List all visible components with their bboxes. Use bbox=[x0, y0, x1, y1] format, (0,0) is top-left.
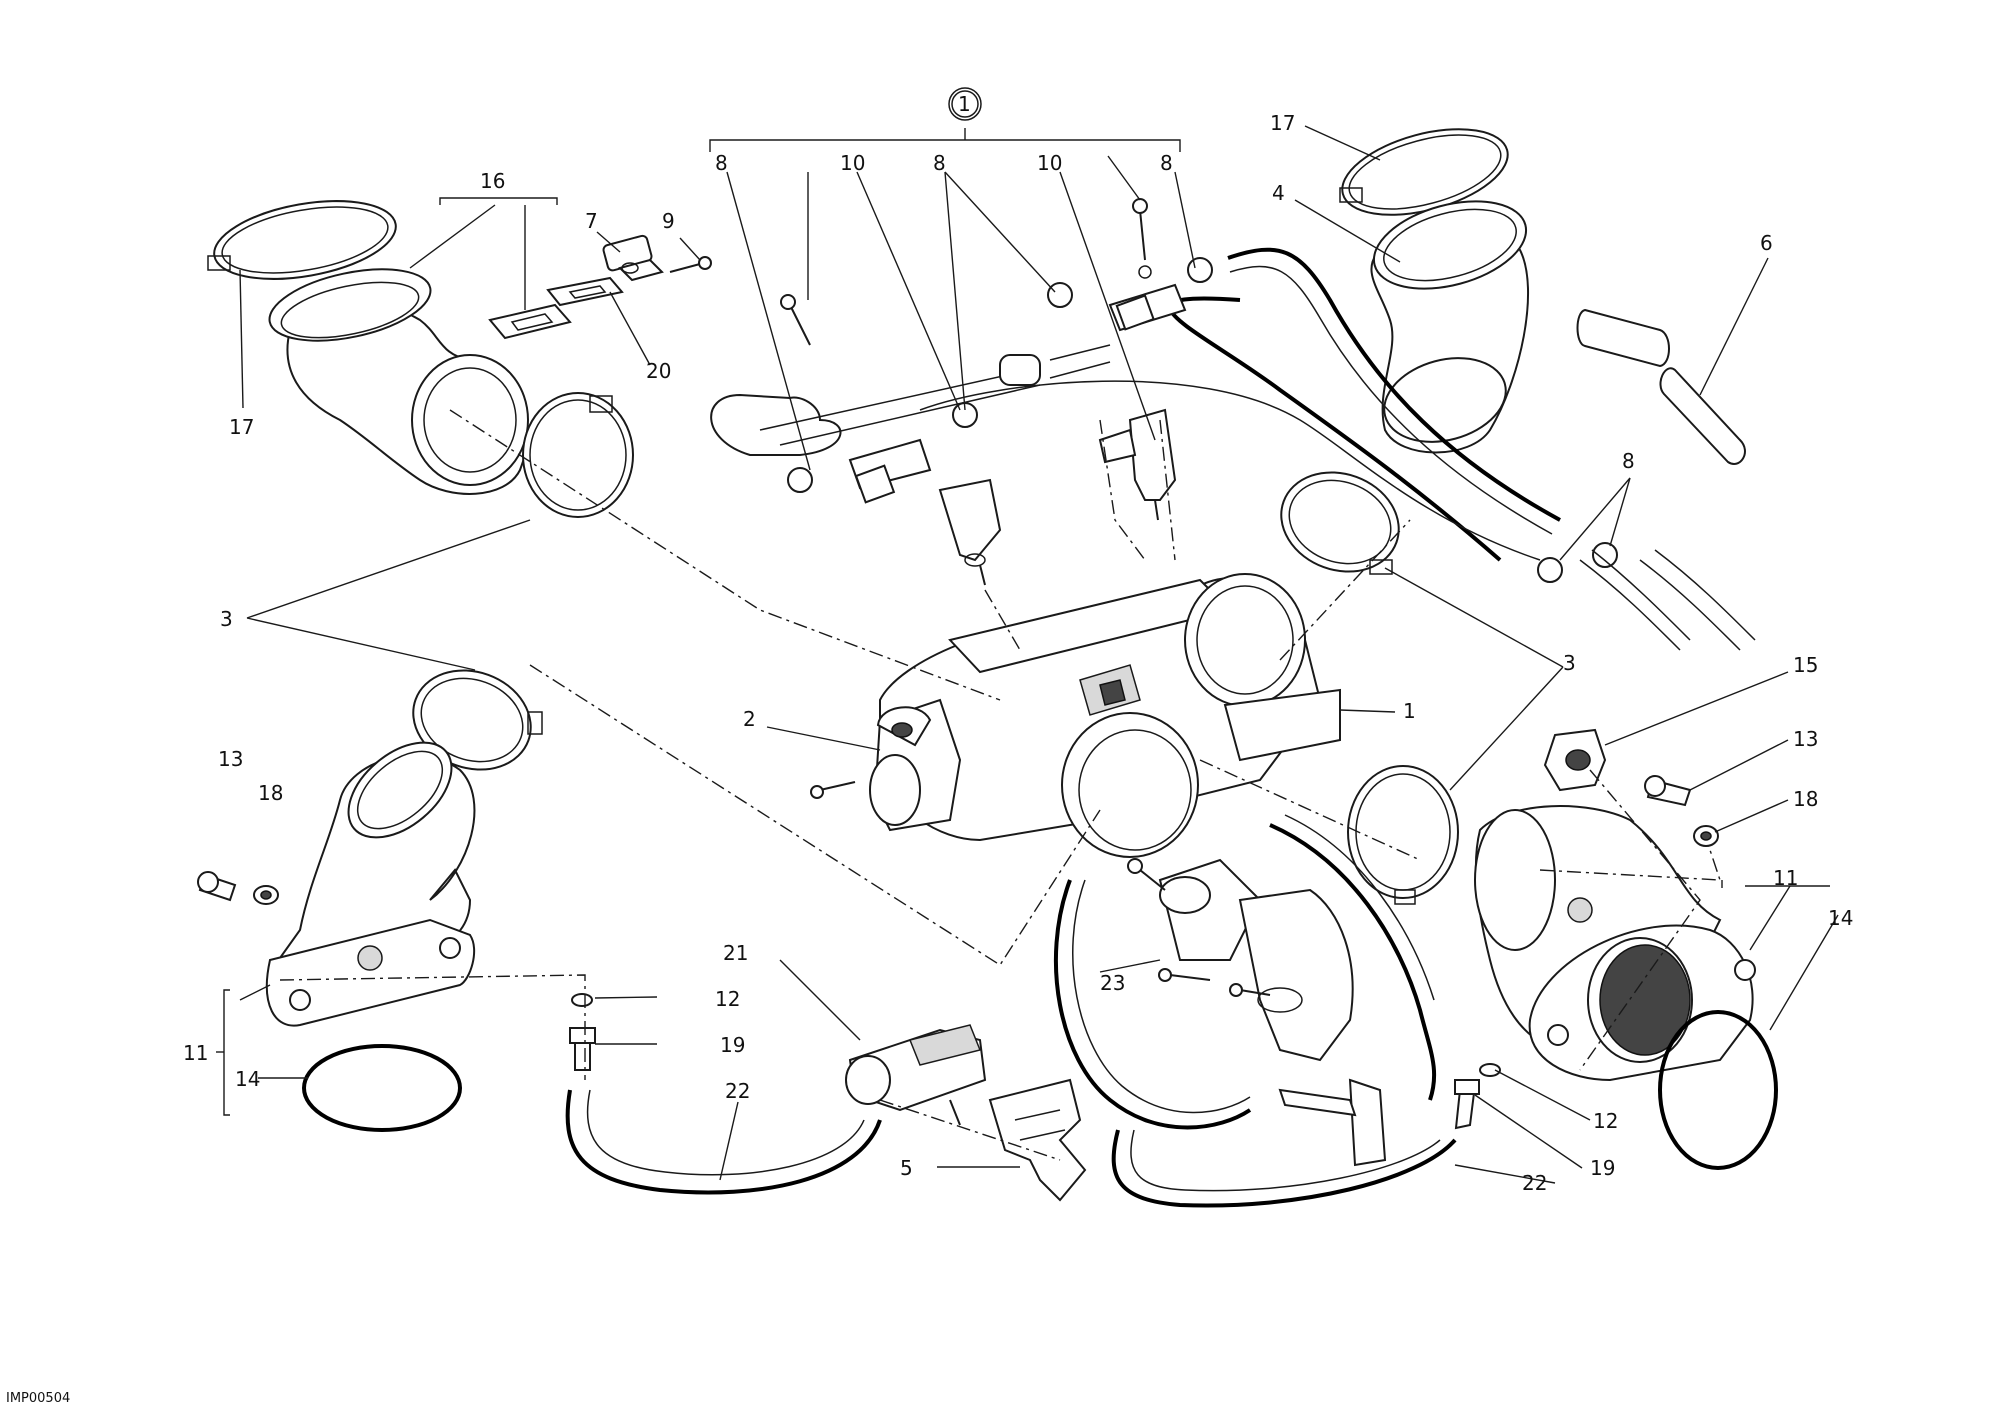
callout-23: 23 bbox=[1100, 971, 1125, 995]
hose-clamp-3-lower-left bbox=[412, 669, 543, 771]
drawing-code: IMP00504 bbox=[6, 1391, 70, 1406]
callout-12: 12 bbox=[1593, 1109, 1618, 1133]
center-lines bbox=[279, 409, 1721, 1161]
injector-10-left bbox=[938, 478, 1002, 586]
o-ring-14-left bbox=[302, 1044, 462, 1132]
bracket-5 bbox=[988, 1078, 1087, 1202]
callout-22: 22 bbox=[725, 1079, 750, 1103]
callout-1: 1 bbox=[1403, 699, 1416, 723]
hose-clamp-3-lower-right bbox=[1347, 765, 1459, 905]
fitting-19-right bbox=[1454, 1079, 1480, 1130]
washer-18-left bbox=[253, 885, 279, 905]
callout-17: 17 bbox=[1270, 111, 1295, 135]
vacuum-hose-22-right bbox=[1111, 1129, 1457, 1208]
washer-18-right bbox=[1693, 825, 1719, 847]
callout-3: 3 bbox=[220, 607, 233, 631]
intake-elbow-right bbox=[1370, 200, 1530, 454]
callout-13: 13 bbox=[218, 747, 243, 771]
callout-12: 12 bbox=[715, 987, 740, 1011]
map-sensor-21 bbox=[845, 1024, 987, 1126]
callout-11: 11 bbox=[183, 1041, 208, 1065]
intake-manifold-lower-left bbox=[265, 741, 476, 1027]
callout-17: 17 bbox=[229, 415, 254, 439]
callout-8: 8 bbox=[1622, 449, 1635, 473]
tee-fitting-right bbox=[1108, 283, 1187, 332]
hose-clamp-3-upper-left bbox=[522, 392, 634, 518]
callout-1-assembly: 1 bbox=[958, 92, 971, 116]
throttle-body bbox=[879, 573, 1341, 858]
cap-15 bbox=[1543, 728, 1607, 792]
callout-10: 10 bbox=[1037, 151, 1062, 175]
callout-19: 19 bbox=[720, 1033, 745, 1057]
callout-4: 4 bbox=[1272, 181, 1285, 205]
callout-3: 3 bbox=[1563, 651, 1576, 675]
washer-12-left bbox=[571, 993, 593, 1007]
fuel-rail-left bbox=[710, 344, 1541, 561]
screw-13-right bbox=[1644, 775, 1692, 807]
callout-15: 15 bbox=[1793, 653, 1818, 677]
intake-elbow-left bbox=[268, 268, 529, 495]
vacuum-hose-22-left bbox=[565, 1089, 882, 1195]
screw-9 bbox=[669, 256, 712, 273]
injector-10-right bbox=[1098, 408, 1177, 521]
callout-21: 21 bbox=[723, 941, 748, 965]
screw-13-left bbox=[197, 871, 237, 902]
callout-6: 6 bbox=[1760, 231, 1773, 255]
hose-6 bbox=[1576, 308, 1746, 465]
callout-8: 8 bbox=[933, 151, 946, 175]
callout-2: 2 bbox=[743, 707, 756, 731]
hose-clamp-17-left bbox=[207, 200, 397, 280]
tee-fitting-left bbox=[848, 438, 932, 504]
callout-18: 18 bbox=[258, 781, 283, 805]
fuel-lines-right-braided bbox=[1579, 549, 1756, 651]
callout-19: 19 bbox=[1590, 1156, 1615, 1180]
washer-12-right bbox=[1479, 1063, 1501, 1077]
fitting-19-left bbox=[569, 1027, 596, 1071]
leader-lines bbox=[216, 125, 1839, 1184]
callout-5: 5 bbox=[900, 1156, 913, 1180]
callout-labels: 1 8 10 8 10 8 16 7 9 20 17 17 4 6 8 3 3 … bbox=[183, 92, 1853, 1195]
callout-14: 14 bbox=[1828, 906, 1853, 930]
gasket-20 bbox=[546, 276, 624, 307]
screws-upper bbox=[780, 198, 1152, 346]
callout-7: 7 bbox=[585, 209, 598, 233]
gasket-16 bbox=[488, 303, 572, 340]
callout-10: 10 bbox=[840, 151, 865, 175]
assembly-bracket-top bbox=[709, 87, 1181, 152]
sensor-7 bbox=[602, 234, 664, 282]
callout-14: 14 bbox=[235, 1067, 260, 1091]
hose-idle-valve-loop bbox=[1053, 814, 1437, 1130]
idle-control-valve-23 bbox=[1158, 858, 1387, 1167]
callout-20: 20 bbox=[646, 359, 671, 383]
screw-throttle-left bbox=[810, 781, 856, 799]
callout-13: 13 bbox=[1793, 727, 1818, 751]
callout-18: 18 bbox=[1793, 787, 1818, 811]
callout-8: 8 bbox=[715, 151, 728, 175]
callout-11: 11 bbox=[1773, 866, 1798, 890]
callout-16: 16 bbox=[480, 169, 505, 193]
intake-manifold-lower-right bbox=[1474, 805, 1756, 1082]
callout-22: 22 bbox=[1522, 1171, 1547, 1195]
throttle-position-sensor-2 bbox=[869, 698, 962, 832]
screws-idle-valve bbox=[1127, 858, 1271, 997]
hose-clamp-3-right bbox=[1280, 471, 1400, 575]
callout-8: 8 bbox=[1160, 151, 1173, 175]
o-ring-14-right bbox=[1658, 1010, 1778, 1170]
callout-9: 9 bbox=[662, 209, 675, 233]
